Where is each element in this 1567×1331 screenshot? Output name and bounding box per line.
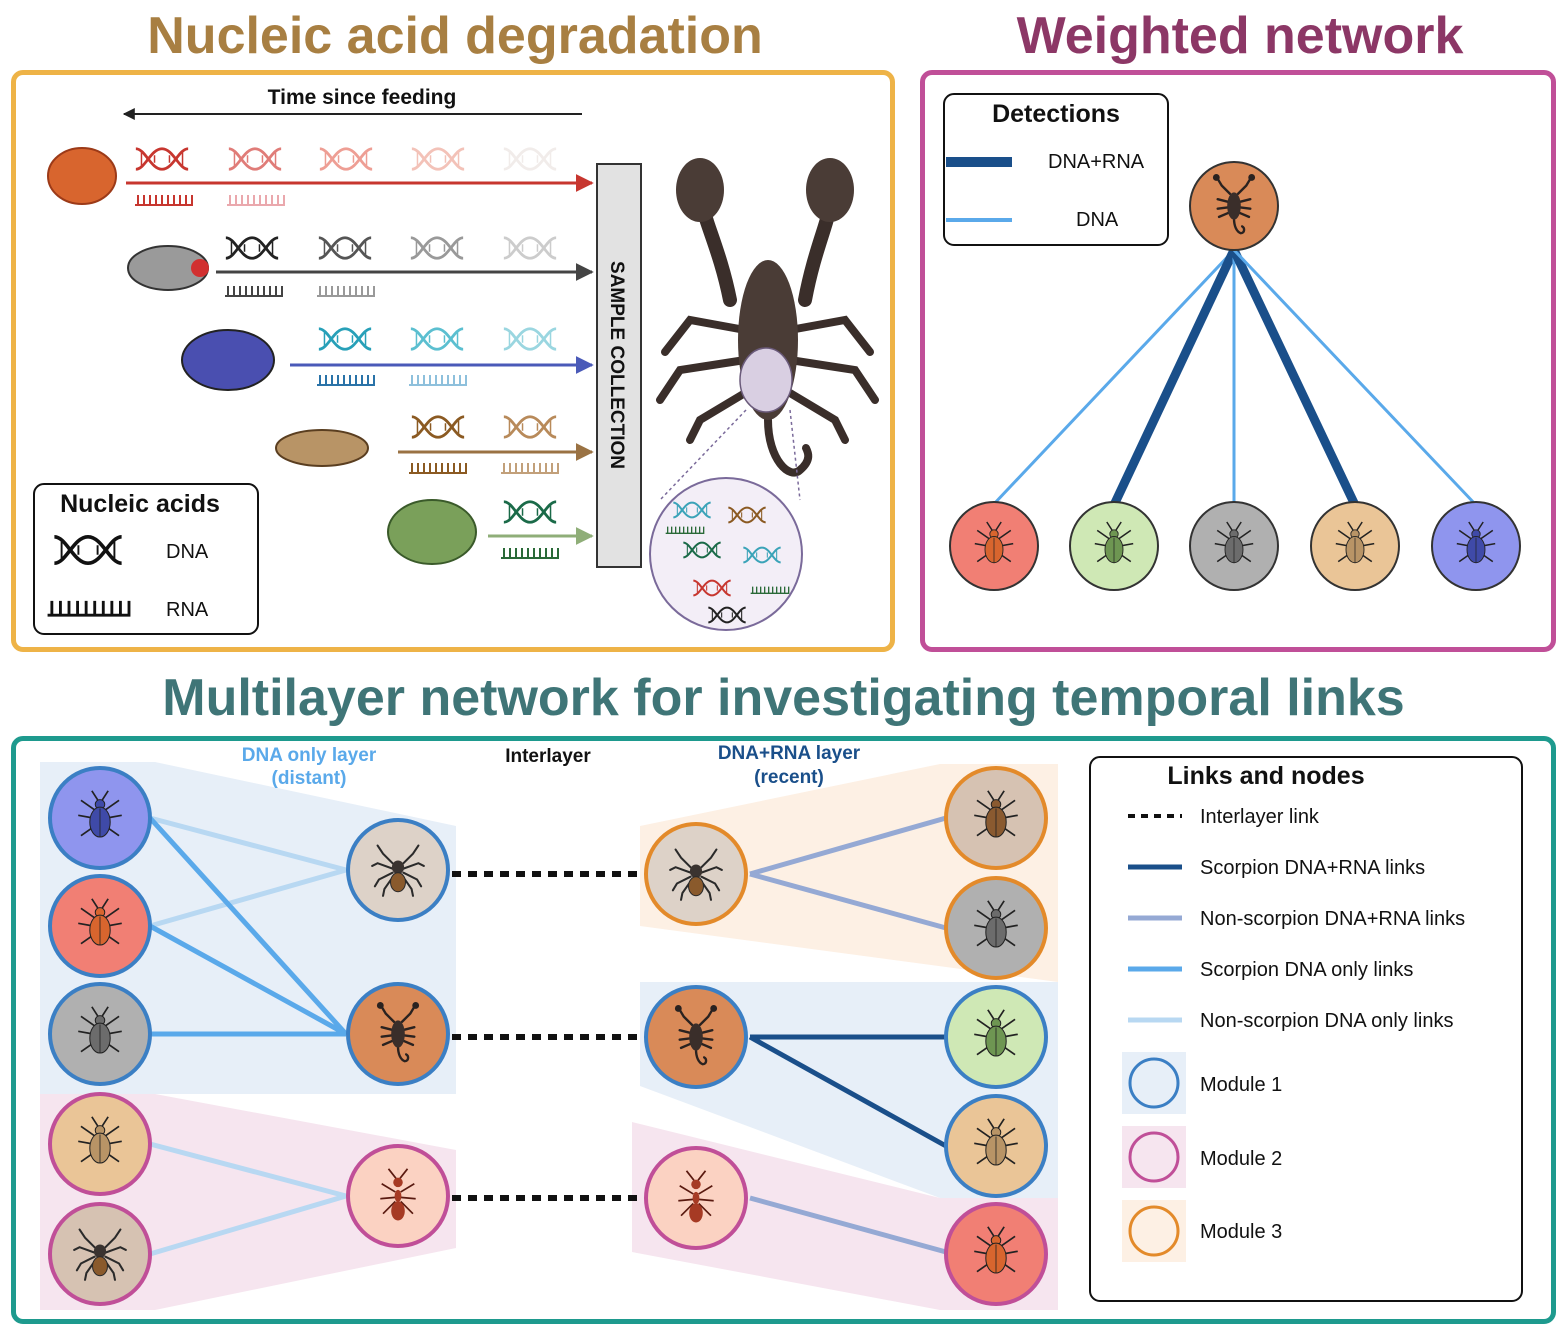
ml-node-springtail-right [944,1094,1048,1198]
weighted-node-springtail [1310,501,1400,591]
ml-node-fly-right [944,876,1048,980]
legend-rna-label: RNA [166,599,209,621]
panel-multilayer [11,736,1556,1324]
sample-collection-bar [596,163,642,568]
legend-module3-circle [1128,1205,1180,1257]
prey-row-springtail [275,415,594,474]
ml-node-mite-right [944,1202,1048,1306]
ml-node-fly-left [48,982,152,1086]
ml-node-brown-beetle-right [944,766,1048,870]
dna-layer-label: DNA only layer [242,745,377,766]
weighted-edges [991,248,1478,507]
weighted-node-blue-beetle [1431,501,1521,591]
legend-item-module2: Module 2 [1200,1148,1282,1170]
legend-dnarna-label: DNA+RNA [1048,151,1145,173]
dna-layer-sublabel: (distant) [272,768,347,789]
panel-weighted [920,70,1556,652]
detections-legend [943,93,1169,246]
legend-module1-circle [1128,1057,1180,1109]
weighted-node-scorpion [1189,161,1279,251]
legend-item-module3: Module 3 [1200,1221,1282,1243]
legend-item-scorpion-dna: Scorpion DNA only links [1200,959,1413,981]
interlayer-label: Interlayer [505,746,591,767]
legend-item-nonscorpion-dnarna: Non-scorpion DNA+RNA links [1200,908,1465,930]
legend-item-module1: Module 1 [1200,1074,1282,1096]
weighted-node-green-beetle [1069,501,1159,591]
weighted-node-fly [1189,501,1279,591]
title-weighted-network: Weighted network [1016,7,1464,65]
weighted-node-mite [949,501,1039,591]
springtail-icon [275,429,369,467]
ml-node-scorpion-left [346,982,450,1086]
dnarna-layer-label: DNA+RNA layer [718,743,861,764]
mite-icon [47,147,117,205]
panel-degradation [11,70,895,652]
scorpion-illustration [656,158,879,477]
time-since-feeding-label: Time since feeding [268,86,457,109]
ml-node-mite-left [48,874,152,978]
legend-module2-circle [1128,1131,1180,1183]
prey-row-fly [127,236,594,297]
ml-node-scorpion-right [644,985,748,1089]
dnarna-layer-links [748,815,948,1255]
detections-legend-title: Detections [992,100,1120,128]
prey-row-mite [47,147,594,206]
legend-item-scorpion-dnarna: Scorpion DNA+RNA links [1200,857,1425,879]
legend-item-nonscorpion-dna: Non-scorpion DNA only links [1200,1010,1453,1032]
prey-row-green-beetle [387,499,594,565]
dna-layer-links [148,815,348,1257]
legend-item-interlayer: Interlayer link [1200,806,1320,828]
title-degradation: Nucleic acid degradation [147,7,763,65]
ml-node-green-beetle-right [944,985,1048,1089]
ml-node-blue-beetle-left [48,766,152,870]
green-beetle-icon [387,499,477,565]
ml-node-spider-right [644,822,748,926]
blue-beetle-icon [181,329,275,391]
title-multilayer: Multilayer network for investigating tem… [162,669,1405,727]
ml-node-ant-right [644,1146,748,1250]
legend-dna-only-label: DNA [1076,209,1119,231]
legend-dna-label: DNA [166,541,209,563]
interlayer-links [452,871,644,1201]
ml-node-ant-left [346,1144,450,1248]
nucleic-acids-legend-title: Nucleic acids [60,490,220,518]
ml-node-springtail-left [48,1092,152,1196]
dnarna-layer-sublabel: (recent) [754,767,824,788]
prey-row-blue-beetle [181,327,594,391]
nucleic-acids-legend [33,483,259,635]
sample-collection-label: SAMPLE COLLECTION [606,261,627,469]
ml-node-tick-left [48,1202,152,1306]
links-nodes-legend-title: Links and nodes [1167,762,1364,790]
ml-node-spider-left [346,818,450,922]
links-nodes-legend [1089,756,1523,1302]
